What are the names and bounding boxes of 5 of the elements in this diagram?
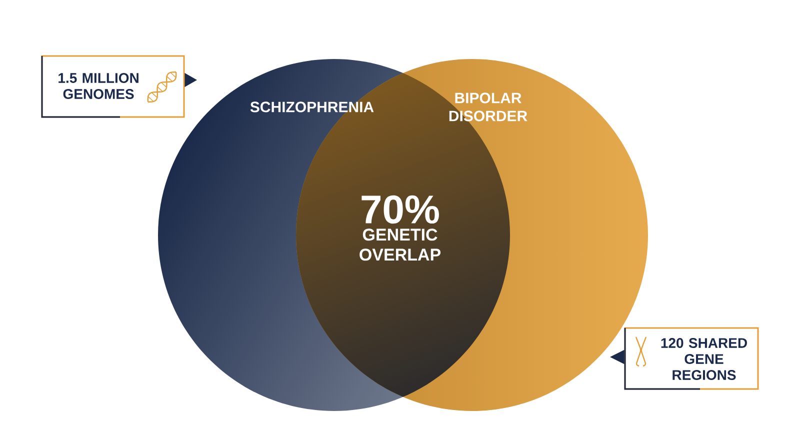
circle-label: SCHIZOPHRENIA (250, 102, 374, 112)
circle-label: BIPOLAR DISORDER (449, 92, 528, 122)
overlap-label: 70% GENETIC OVERLAP (360, 195, 441, 261)
callout-box: 120 SHARED GENE REGIONS (610, 327, 759, 390)
callout-box: 1.5 MILLION GENOMES (41, 55, 197, 118)
